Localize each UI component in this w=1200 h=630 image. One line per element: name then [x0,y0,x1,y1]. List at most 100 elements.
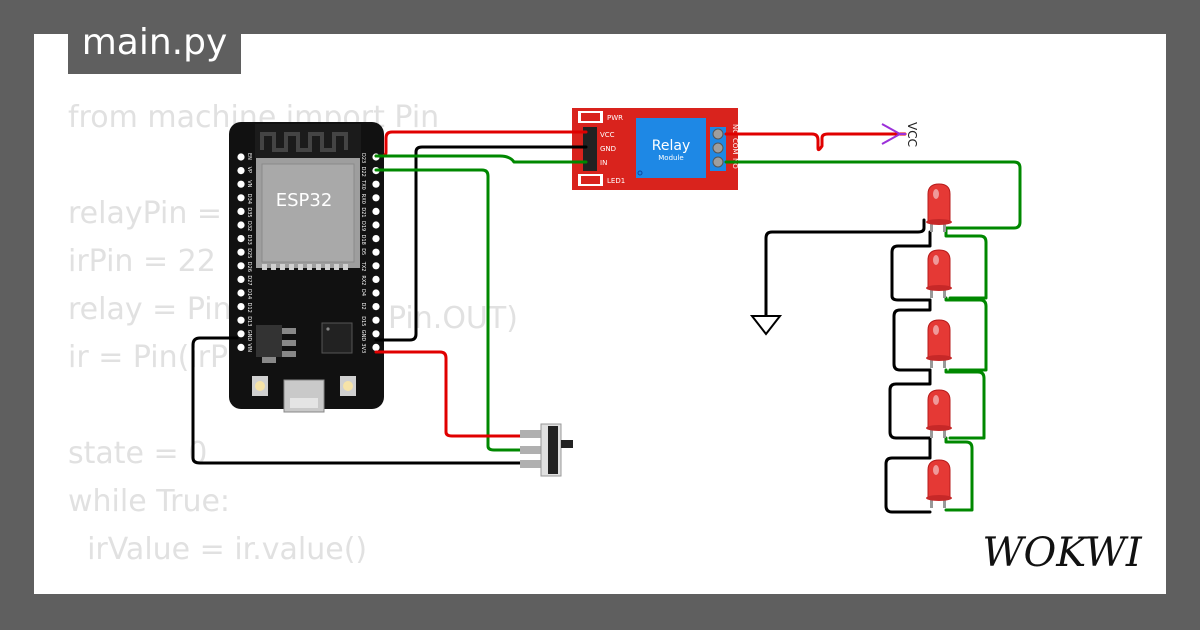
esp32-pin-right[interactable] [372,275,380,283]
led[interactable] [926,389,952,438]
relay-title: Relay [652,138,690,154]
esp32-pin-right[interactable] [372,303,380,311]
esp32-pin-left[interactable] [237,316,245,324]
wire-sensor-power [374,350,542,438]
esp32-pin-right[interactable] [372,330,380,338]
esp32-pin-left[interactable] [237,330,245,338]
chip-pad [307,264,312,270]
esp32-pin-left[interactable] [237,235,245,243]
esp32-pin-label-left: D12 [246,303,252,313]
led[interactable] [926,249,952,298]
esp32-pin-right[interactable] [372,248,380,256]
esp32-pin-label-left: D26 [246,262,252,272]
antenna-trace [260,132,348,152]
esp32-pin-label-right: RX0 [360,194,366,204]
wire-led-ground-3 [888,368,932,440]
esp32-pin-label-left: D33 [246,235,252,245]
wire-vcc [724,132,907,152]
led-leg [930,218,933,232]
esp32-pin-label-left: D35 [246,207,252,217]
led[interactable] [926,459,952,508]
esp32-board[interactable]: ESP32 ENVPVND34D35D32D33D25D26D27D14D12D… [229,122,384,413]
voltage-regulator [256,325,282,357]
code-line: from machine import Pin [68,100,440,135]
esp32-pin-label-right: D5 [360,248,366,255]
led-highlight [933,325,939,335]
esp32-pin-left[interactable] [237,262,245,270]
esp32-pin-label-right: D21 [360,207,366,217]
esp32-pin-label-left: D14 [246,289,252,299]
wire-sensor-signal [374,168,542,452]
esp32-pin-right[interactable] [372,235,380,243]
led-highlight [933,465,939,475]
led-body [927,459,951,499]
esp32-pin-left[interactable] [237,167,245,175]
esp32-pin-right[interactable] [372,316,380,324]
led[interactable] [926,183,952,232]
reset-button[interactable] [340,376,356,396]
wire-ground [764,218,926,320]
esp32-pin-right[interactable] [372,207,380,215]
esp32-pin-right[interactable] [372,262,380,270]
relay-cube [636,118,706,178]
esp32-pin-left[interactable] [237,289,245,297]
esp32-pin-right[interactable] [372,221,380,229]
code-line: while True: [68,484,231,519]
led-base [926,219,952,225]
led[interactable] [926,319,952,368]
file-tab[interactable]: main.py [68,12,241,74]
chip-pad [334,264,339,270]
esp32-pin-right[interactable] [372,289,380,297]
led-leg [930,354,933,368]
esp32-pin-label-left: VP [246,167,252,173]
esp32-pin-label-right: D4 [360,289,366,296]
relay-gnd-label: GND [600,145,616,153]
esp32-pin-left[interactable] [237,248,245,256]
chip-label: ESP32 [276,190,333,211]
led1-label: LED1 [607,177,625,185]
wire-relay-no [724,160,1022,230]
esp32-pin-label-right: D19 [360,221,366,231]
esp32-pin-label-left: VIN [246,343,252,352]
esp32-pin-left[interactable] [237,275,245,283]
relay-com-label: COM [731,138,739,154]
wire-relay-vcc [374,130,588,158]
brand-wordmark: WOKWI [982,530,1142,576]
esp32-pin-label-left: GND [246,330,252,342]
esp32-pin-left[interactable] [237,194,245,202]
esp32-pin-label-right: D22 [360,167,366,177]
relay-module[interactable]: PWR LED1 VCC GND IN Relay Module NC COM … [572,108,739,190]
code-line: state = 0 [68,436,208,471]
chip-pad [343,264,348,270]
esp32-pin-label-left: D34 [246,194,252,204]
led-leg [930,424,933,438]
wires [191,130,1022,514]
esp32-pin-left[interactable] [237,207,245,215]
esp32-pin-right[interactable] [372,194,380,202]
led-leg [943,354,946,368]
esp32-pin-right[interactable] [372,343,380,351]
ir-sensor[interactable] [520,423,573,477]
chip-pad [289,264,294,270]
esp32-pin-label-right: RX2 [360,275,366,285]
chip-castellation [262,264,348,270]
esp32-pin-right[interactable] [372,180,380,188]
esp32-pin-left[interactable] [237,180,245,188]
led-leg [943,218,946,232]
esp32-pin-left[interactable] [237,303,245,311]
esp32-pin-left[interactable] [237,153,245,161]
esp32-pin-left[interactable] [237,221,245,229]
esp32-pin-label-left: VN [246,180,252,187]
esp32-pin-label-left: D27 [246,275,252,285]
chip-pad [271,264,276,270]
led-leg [943,424,946,438]
esp32-pin-label-right: D2 [360,303,366,310]
led-body [927,319,951,359]
vcc-label: VCC [905,122,919,147]
boot-button[interactable] [252,376,268,396]
code-line: relayPin = [68,196,232,231]
wire-led-chain-4 [944,436,974,512]
esp32-pin-left[interactable] [237,343,245,351]
led-highlight [933,189,939,199]
wire-relay-gnd [374,145,588,342]
